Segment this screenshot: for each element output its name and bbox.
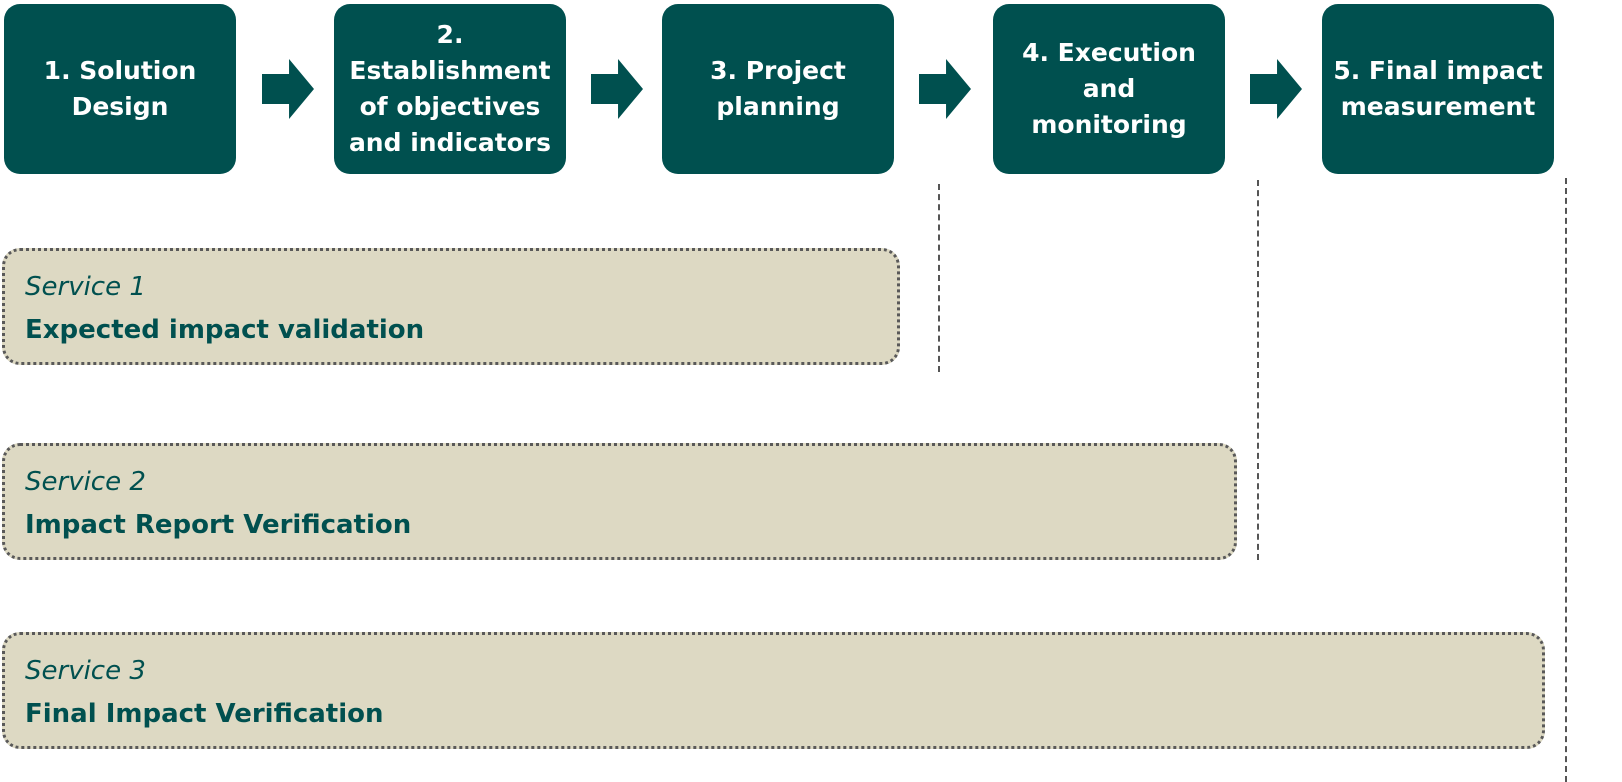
- phase-divider-line: [1257, 180, 1259, 560]
- step-execution-monitoring: 4. Execution and monitoring: [993, 4, 1225, 174]
- arrow-right-icon: [919, 59, 971, 119]
- service-box-1: Service 1 Expected impact validation: [2, 248, 900, 365]
- step-label: 3. Project planning: [710, 56, 846, 121]
- phase-divider-line: [1565, 178, 1567, 782]
- service-box-2: Service 2 Impact Report Verification: [2, 443, 1237, 560]
- step-solution-design: 1. Solution Design: [4, 4, 236, 174]
- step-label: 5. Final impact measurement: [1333, 56, 1543, 121]
- phase-divider-line: [938, 184, 940, 372]
- service-box-3: Service 3 Final Impact Verification: [2, 632, 1545, 749]
- service-number: Service 3: [25, 656, 146, 686]
- service-title: Final Impact Verification: [25, 699, 384, 729]
- arrow-right-icon: [262, 59, 314, 119]
- step-label: 1. Solution Design: [43, 56, 197, 121]
- step-final-impact-measurement: 5. Final impact measurement: [1322, 4, 1554, 174]
- service-title: Expected impact validation: [25, 315, 425, 345]
- arrow-right-icon: [1250, 59, 1302, 119]
- service-title: Impact Report Verification: [25, 510, 412, 540]
- service-number: Service 1: [25, 272, 146, 302]
- step-objectives-indicators: 2. Establishment of objectives and indic…: [334, 4, 566, 174]
- step-label: 2. Establishment of objectives and indic…: [348, 20, 552, 157]
- arrow-right-icon: [591, 59, 643, 119]
- step-project-planning: 3. Project planning: [662, 4, 894, 174]
- step-label: 4. Execution and monitoring: [1022, 38, 1196, 139]
- service-number: Service 2: [25, 467, 146, 497]
